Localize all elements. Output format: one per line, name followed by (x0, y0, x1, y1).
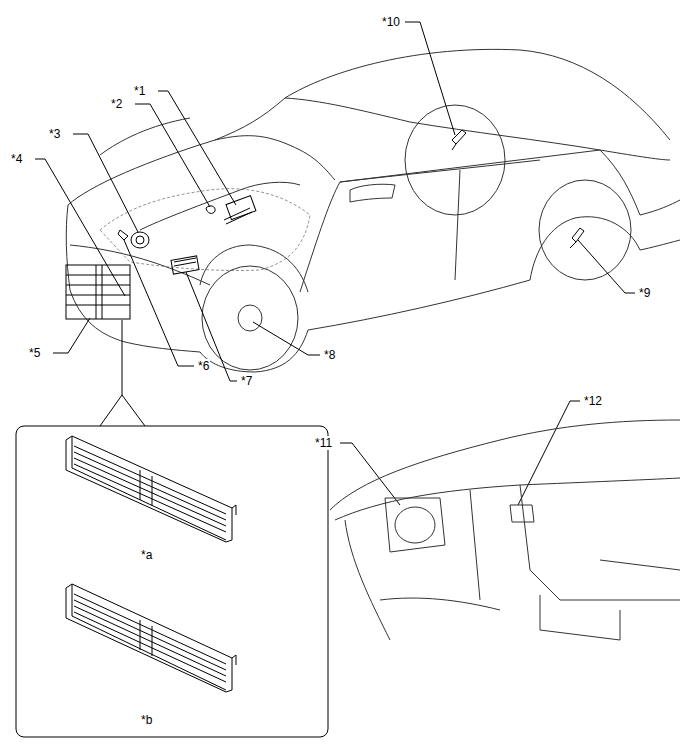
callout-number: *10 (381, 15, 401, 29)
ecu-box (226, 196, 256, 220)
callout-number: *a (140, 548, 153, 562)
rear-wheel (539, 180, 631, 280)
ecu-box (174, 258, 196, 266)
callout-number: *9 (638, 286, 651, 300)
leader-lines (35, 22, 635, 505)
callout-number: *b (140, 713, 153, 727)
ecu-box (224, 208, 252, 224)
dashboard (330, 420, 680, 640)
shutter-grille (66, 265, 130, 319)
callout-number: *2 (110, 97, 123, 111)
ecu-box (171, 256, 199, 274)
callout-number: *8 (323, 348, 336, 362)
callout-number: *7 (240, 374, 253, 388)
horn (131, 232, 149, 248)
callout-number: *12 (583, 394, 603, 408)
horn (136, 236, 144, 244)
shutter-grille-a (66, 436, 236, 542)
callout-number: *6 (197, 359, 210, 373)
callout-number: *1 (133, 84, 146, 98)
inset-frame (16, 426, 328, 737)
callout-number: *4 (10, 152, 23, 166)
sensor (206, 206, 215, 214)
callout-number: *3 (48, 127, 61, 141)
callout-number: *5 (28, 346, 41, 360)
shutter-grille-b (66, 584, 236, 692)
callout-number: *11 (314, 436, 333, 450)
car-outline (66, 49, 680, 372)
far-rear-wheel (405, 105, 505, 215)
front-wheel (202, 266, 298, 370)
sensor (118, 230, 128, 240)
wheel-speed-sensor (238, 305, 262, 331)
